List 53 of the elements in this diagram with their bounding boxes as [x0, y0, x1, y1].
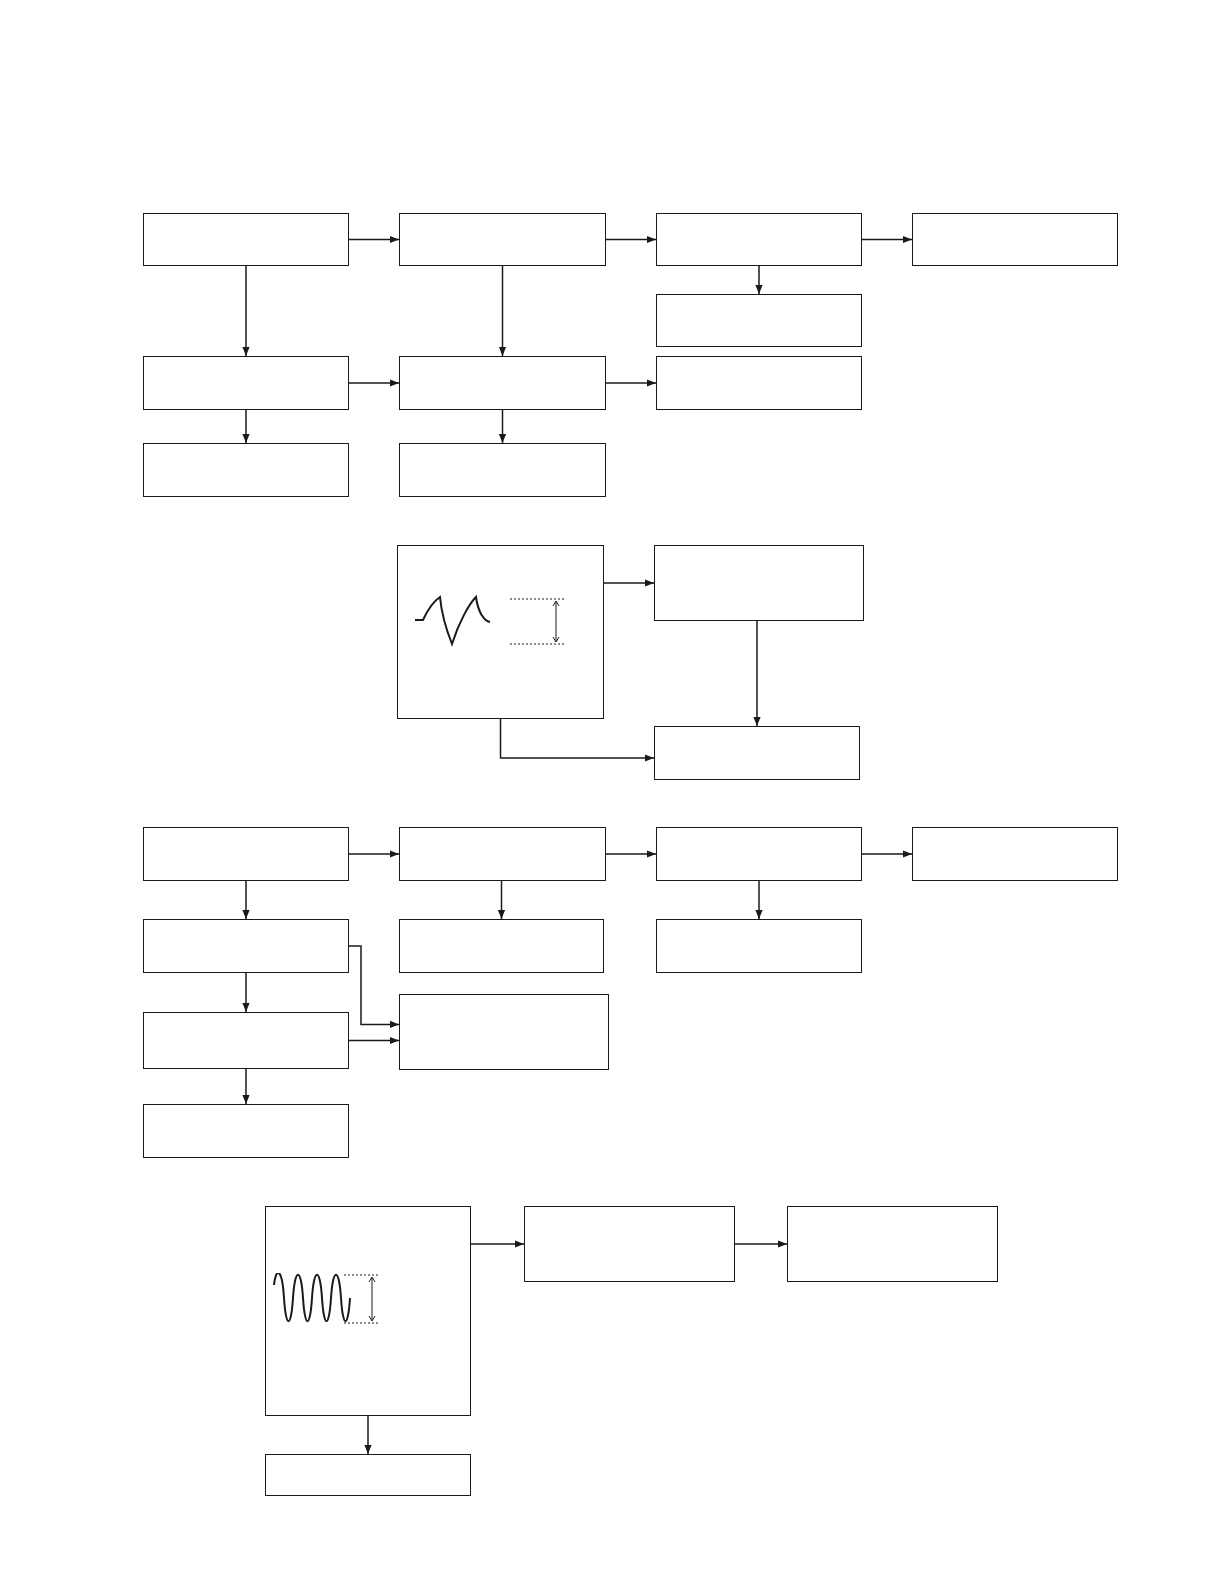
block-box [399, 919, 604, 973]
block-box [656, 919, 862, 973]
arrow [348, 379, 400, 387]
block-box [399, 443, 606, 497]
arrow [364, 1415, 372, 1455]
block-box [143, 1012, 349, 1069]
arrow [242, 1068, 250, 1105]
arrow [753, 620, 761, 727]
block-box [656, 213, 862, 266]
arrow [242, 972, 250, 1013]
arrow [348, 945, 400, 1028]
arrow [755, 880, 763, 920]
block-box [143, 827, 349, 881]
arrow [605, 235, 657, 244]
arrow [242, 265, 250, 357]
arrow [605, 850, 657, 858]
block-box [656, 356, 862, 410]
arrow [348, 850, 400, 858]
block-box [787, 1206, 998, 1282]
block-box [524, 1206, 735, 1282]
block-box [265, 1206, 471, 1416]
block-box [265, 1454, 471, 1496]
block-box [912, 827, 1118, 881]
arrow [470, 1240, 525, 1248]
block-box [912, 213, 1118, 266]
block-box [399, 994, 609, 1070]
block-box [143, 356, 349, 410]
block-box [399, 213, 606, 266]
block-box [654, 726, 860, 780]
block-box [399, 827, 606, 881]
arrow [348, 235, 400, 244]
block-box [654, 545, 864, 621]
arrow [497, 880, 506, 920]
block-box [656, 827, 862, 881]
block-box [397, 545, 604, 719]
arrow [242, 409, 250, 444]
arrow [499, 718, 655, 762]
block-box [143, 443, 349, 497]
arrow [734, 1240, 788, 1248]
arrow [498, 265, 507, 357]
arrow [755, 265, 763, 295]
block-box [399, 356, 606, 410]
block-box [656, 294, 862, 347]
arrow [861, 850, 913, 858]
arrow [605, 379, 657, 387]
arrow [348, 1036, 400, 1045]
arrow [242, 880, 250, 920]
arrow [498, 409, 507, 444]
block-box [143, 213, 349, 266]
arrow [861, 235, 913, 244]
block-box [143, 1104, 349, 1158]
block-box [143, 919, 349, 973]
arrow [603, 579, 655, 587]
